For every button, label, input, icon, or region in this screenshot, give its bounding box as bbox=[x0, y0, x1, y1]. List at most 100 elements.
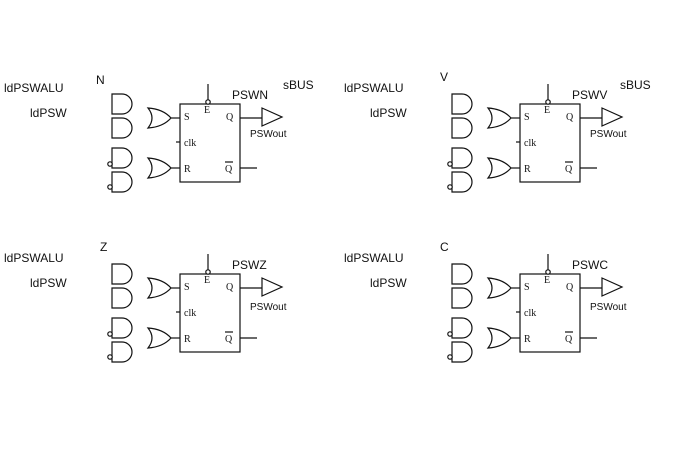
and-gate bbox=[111, 93, 133, 115]
input-label-ldpswalu: ldPSWALU bbox=[344, 81, 404, 95]
pin-e: E bbox=[544, 275, 550, 286]
input-label-ldpswalu: ldPSWALU bbox=[4, 251, 64, 265]
output-label: PSWout bbox=[590, 302, 627, 313]
sr-flipflop: E S Q clk R Q bbox=[516, 254, 624, 353]
pin-s: S bbox=[524, 282, 530, 293]
and-gate bbox=[111, 287, 133, 309]
output-label: PSWout bbox=[590, 129, 627, 140]
flag-label: Z bbox=[100, 240, 107, 254]
or-gate bbox=[486, 327, 512, 349]
pin-clk: clk bbox=[524, 308, 536, 319]
and-gate bbox=[111, 117, 133, 139]
bus-label: sBUS bbox=[283, 78, 314, 92]
enable-bubble bbox=[545, 99, 551, 105]
pin-e: E bbox=[204, 275, 210, 286]
pin-q: Q bbox=[566, 282, 574, 293]
tristate-buffer bbox=[601, 277, 624, 297]
register-label: PSWV bbox=[572, 88, 607, 102]
logic-gates bbox=[107, 93, 180, 193]
input-label-ldpswalu: ldPSWALU bbox=[4, 81, 64, 95]
sr-flipflop: E S Q clk R Q bbox=[176, 254, 284, 353]
input-label-ldpsw: ldPSW bbox=[30, 106, 67, 120]
pin-s: S bbox=[524, 112, 530, 123]
inverter-bubble bbox=[107, 354, 113, 360]
logic-gates bbox=[107, 263, 180, 363]
and-gate bbox=[451, 147, 473, 169]
register-label: PSWN bbox=[232, 88, 268, 102]
register-label: PSWZ bbox=[232, 258, 267, 272]
and-gate bbox=[111, 171, 133, 193]
pin-clk: clk bbox=[184, 138, 196, 149]
output-label: PSWout bbox=[250, 302, 287, 313]
psw-block-v: ldPSWALU ldPSW V PSWV sBUS PSWout E S Q … bbox=[344, 70, 651, 193]
tristate-buffer bbox=[261, 277, 284, 297]
pin-clk: clk bbox=[524, 138, 536, 149]
logic-gates bbox=[447, 263, 520, 363]
inverter-bubble bbox=[447, 184, 453, 190]
flipflop-box bbox=[519, 273, 581, 353]
or-gate bbox=[146, 327, 172, 349]
pin-e: E bbox=[204, 105, 210, 116]
enable-bubble bbox=[205, 99, 211, 105]
flipflop-box bbox=[179, 273, 241, 353]
or-gate bbox=[486, 107, 512, 129]
flag-label: V bbox=[440, 70, 448, 84]
enable-bubble bbox=[545, 269, 551, 275]
pin-qbar: Q bbox=[565, 334, 573, 345]
pin-qbar: Q bbox=[225, 164, 233, 175]
pin-e: E bbox=[544, 105, 550, 116]
inverter-bubble bbox=[107, 161, 113, 167]
inverter-bubble bbox=[447, 354, 453, 360]
pin-qbar: Q bbox=[565, 164, 573, 175]
logic-gates bbox=[447, 93, 520, 193]
flipflop-box bbox=[519, 103, 581, 183]
and-gate bbox=[451, 341, 473, 363]
register-label: PSWC bbox=[572, 258, 608, 272]
pin-r: R bbox=[524, 164, 531, 175]
input-label-ldpsw: ldPSW bbox=[370, 276, 407, 290]
inverter-bubble bbox=[107, 184, 113, 190]
flag-label: N bbox=[96, 73, 105, 87]
output-label: PSWout bbox=[250, 129, 287, 140]
input-label-ldpsw: ldPSW bbox=[30, 276, 67, 290]
pin-s: S bbox=[184, 282, 190, 293]
and-gate bbox=[451, 263, 473, 285]
inverter-bubble bbox=[447, 161, 453, 167]
psw-block-c: ldPSWALU ldPSW C PSWC PSWout E S Q clk bbox=[344, 240, 627, 363]
and-gate bbox=[451, 171, 473, 193]
and-gate bbox=[451, 93, 473, 115]
pin-clk: clk bbox=[184, 308, 196, 319]
or-gate bbox=[146, 107, 172, 129]
input-label-ldpswalu: ldPSWALU bbox=[344, 251, 404, 265]
psw-block-n: ldPSWALU ldPSW N PSWN sBUS PSWout E S Q … bbox=[4, 73, 314, 193]
and-gate bbox=[451, 287, 473, 309]
pin-q: Q bbox=[226, 112, 234, 123]
inverter-bubble bbox=[107, 331, 113, 337]
or-gate bbox=[146, 157, 172, 179]
pin-q: Q bbox=[226, 282, 234, 293]
bus-label: sBUS bbox=[620, 78, 651, 92]
inverter-bubble bbox=[447, 331, 453, 337]
pin-r: R bbox=[524, 334, 531, 345]
pin-s: S bbox=[184, 112, 190, 123]
tristate-buffer bbox=[601, 107, 624, 127]
pin-r: R bbox=[184, 334, 191, 345]
and-gate bbox=[111, 263, 133, 285]
and-gate bbox=[111, 147, 133, 169]
psw-block-z: ldPSWALU ldPSW Z PSWZ PSWout E S Q clk bbox=[4, 240, 287, 363]
or-gate bbox=[486, 157, 512, 179]
and-gate bbox=[451, 317, 473, 339]
pin-r: R bbox=[184, 164, 191, 175]
or-gate bbox=[486, 277, 512, 299]
flipflop-box bbox=[179, 103, 241, 183]
pin-q: Q bbox=[566, 112, 574, 123]
pin-qbar: Q bbox=[225, 334, 233, 345]
enable-bubble bbox=[205, 269, 211, 275]
and-gate bbox=[111, 341, 133, 363]
or-gate bbox=[146, 277, 172, 299]
tristate-buffer bbox=[261, 107, 284, 127]
and-gate bbox=[451, 117, 473, 139]
sr-flipflop: E S Q clk R Q bbox=[516, 84, 624, 183]
sr-flipflop: E S Q clk R Q bbox=[176, 84, 284, 183]
